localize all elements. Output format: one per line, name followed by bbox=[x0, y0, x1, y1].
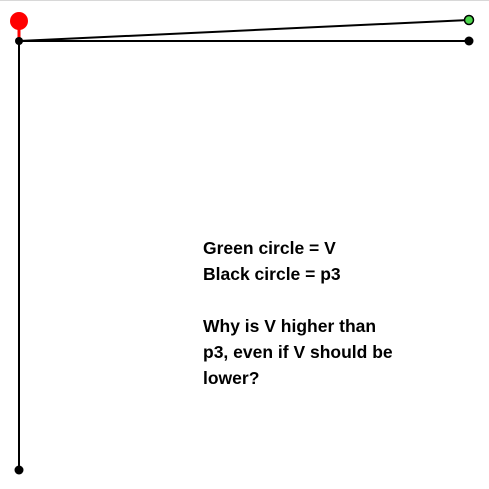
spacer bbox=[203, 287, 463, 313]
v-point[interactable] bbox=[463, 14, 475, 26]
question-line-1: Why is V higher than bbox=[203, 316, 377, 336]
question-line-2: p3, even if V should be bbox=[203, 342, 393, 362]
annotation-text: Green circle = V Black circle = p3 Why i… bbox=[203, 235, 463, 391]
line-to-v bbox=[18, 19, 470, 42]
question-line-3: lower? bbox=[203, 368, 260, 388]
legend-green: Green circle = V bbox=[203, 238, 336, 258]
top-border bbox=[0, 0, 489, 1]
p3-point[interactable] bbox=[464, 36, 474, 46]
origin-point[interactable] bbox=[15, 37, 23, 45]
red-handle-point[interactable] bbox=[10, 12, 28, 30]
bottom-point[interactable] bbox=[14, 465, 24, 475]
legend-black: Black circle = p3 bbox=[203, 264, 341, 284]
